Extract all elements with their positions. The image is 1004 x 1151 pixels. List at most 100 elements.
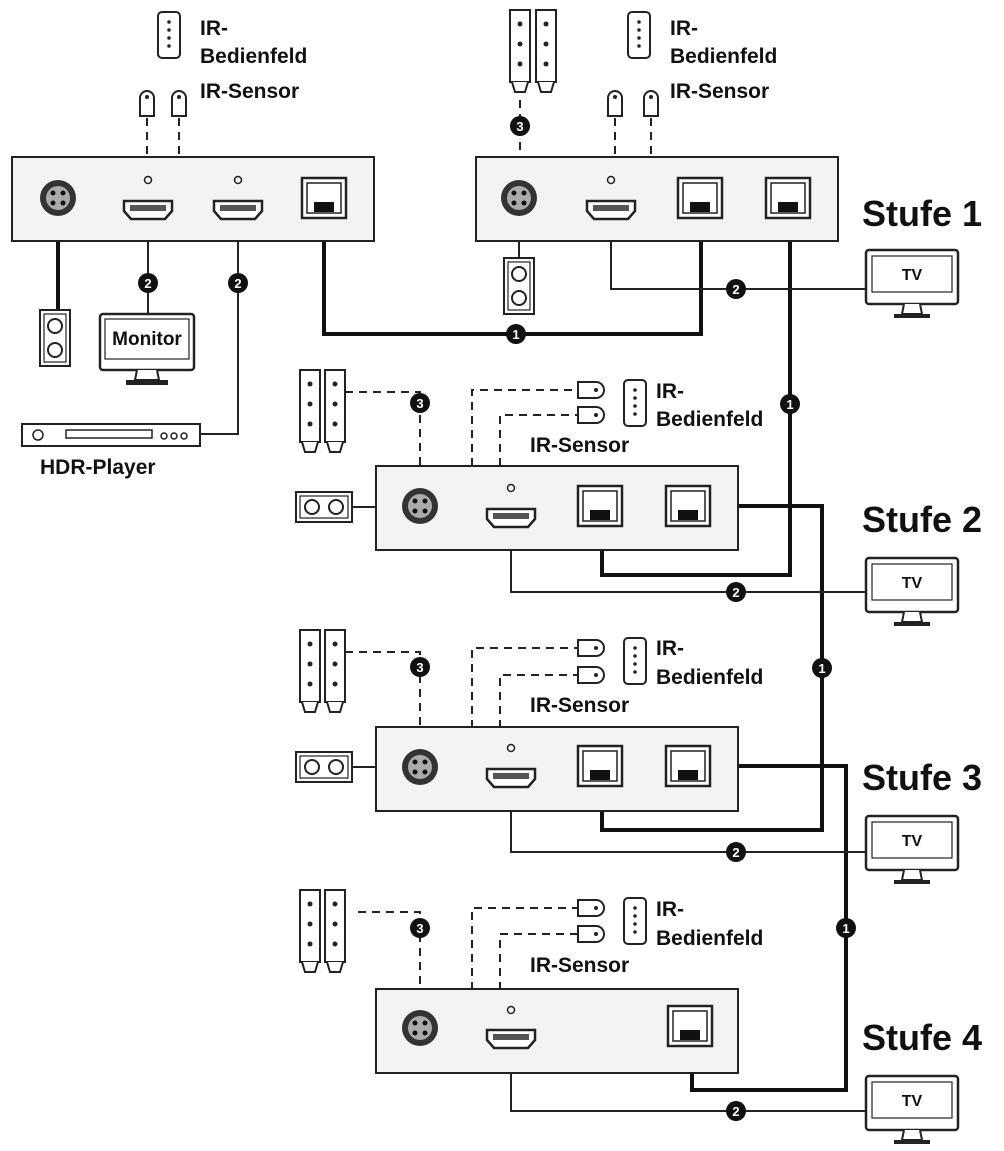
- svg-text:Bedienfeld: Bedienfeld: [656, 666, 763, 689]
- power-outlet-icon: [39, 309, 71, 367]
- badge-ir: 3: [410, 393, 430, 413]
- rj45-port-icon: [664, 484, 712, 528]
- badge-cat: 1: [812, 658, 832, 678]
- svg-text:2: 2: [732, 1104, 739, 1119]
- svg-text:Bedienfeld: Bedienfeld: [656, 927, 763, 950]
- ir-sensor-label: IR-Sensor: [200, 80, 299, 103]
- badge-hdmi: 2: [726, 1101, 746, 1121]
- rj45-port-icon: [576, 744, 624, 788]
- transmitter-main: [11, 156, 375, 242]
- receiver-stufe-1: [475, 156, 839, 242]
- svg-text:1: 1: [818, 661, 825, 676]
- svg-text:3: 3: [516, 119, 523, 134]
- svg-text:3: 3: [416, 396, 423, 411]
- svg-text:2: 2: [144, 276, 151, 291]
- ir-sensor-icon: [577, 406, 605, 424]
- power-outlet-icon: [295, 491, 353, 523]
- ir-emitter-icon: [299, 369, 321, 453]
- svg-text:3: 3: [416, 660, 423, 675]
- svg-text:TV: TV: [902, 267, 923, 284]
- ir-emitter-icon: [535, 9, 557, 93]
- badge-cat: 1: [836, 918, 856, 938]
- ir-sensor-icon: [643, 90, 659, 117]
- svg-text:Bedienfeld: Bedienfeld: [670, 45, 777, 68]
- svg-text:1: 1: [842, 921, 849, 936]
- power-port-icon: [402, 1010, 438, 1046]
- ir-emitter-icon: [299, 629, 321, 713]
- hdmi-cable-player: [200, 220, 239, 435]
- rj45-port-icon: [666, 1004, 714, 1048]
- badge-cat: 1: [780, 394, 800, 414]
- ir-panel-icon: [623, 379, 647, 427]
- receiver-stufe-2: [375, 465, 739, 551]
- svg-text:IR-Sensor: IR-Sensor: [530, 694, 629, 717]
- cables: [56, 100, 868, 1112]
- monitor-device: Monitor: [98, 312, 196, 385]
- stage-label: Stufe 1: [862, 193, 982, 234]
- rj45-port-icon: [676, 176, 724, 220]
- svg-text:2: 2: [732, 845, 739, 860]
- ir-sensor-icon: [577, 925, 605, 943]
- hdmi-port-icon: [485, 1028, 537, 1050]
- svg-text:IR-: IR-: [656, 380, 684, 403]
- badge-ir: 3: [510, 116, 530, 136]
- ir-emitter-icon: [324, 369, 346, 453]
- ir-sensor-icon: [577, 639, 605, 657]
- ir-emitter-icon: [324, 889, 346, 973]
- receiver-stufe-4: [375, 988, 739, 1074]
- hdr-player-device: HDR-Player: [21, 423, 201, 479]
- svg-text:Bedienfeld: Bedienfeld: [656, 408, 763, 431]
- ir-sensor-icon: [577, 666, 605, 684]
- ir-sensor-icon: [171, 90, 187, 117]
- badge-ir: 3: [410, 918, 430, 938]
- ir-panel-icon: [623, 637, 647, 685]
- cat-cable-stufe2-to-stufe3: [600, 504, 824, 832]
- power-outlet-icon: [295, 751, 353, 783]
- svg-text:1: 1: [786, 397, 793, 412]
- receiver-stufe-3: [375, 726, 739, 812]
- ir-emitter-icon: [509, 9, 531, 93]
- svg-text:3: 3: [416, 921, 423, 936]
- ir-panel-icon: [623, 897, 647, 945]
- ir-sensor-icon: [607, 90, 623, 117]
- rj45-port-icon: [300, 176, 348, 220]
- ir-panel-icon: [157, 11, 181, 59]
- ir-panel-label: IR-: [200, 17, 228, 40]
- badge-hdmi: 2: [726, 842, 746, 862]
- cat-cable-stufe3-to-stufe4: [690, 764, 848, 1092]
- svg-text:1: 1: [512, 327, 519, 342]
- ir-sensor-icon: [577, 381, 605, 399]
- badge-hdmi: 2: [726, 279, 746, 299]
- hdmi-port-icon: [485, 767, 537, 789]
- hdmi-port-icon: [585, 199, 637, 221]
- rj45-port-icon: [764, 176, 812, 220]
- hdr-player-label: HDR-Player: [40, 456, 156, 479]
- badge-hdmi: 2: [228, 273, 248, 293]
- power-port-icon: [402, 749, 438, 785]
- stage-label: Stufe 3: [862, 757, 982, 798]
- badge-ir: 3: [410, 657, 430, 677]
- tv-stufe-4: TV: [864, 1074, 960, 1146]
- hdmi-port-icon: [485, 507, 537, 529]
- cable-badges: 1 1 1 1 2 2 2 2 2 2 3 3 3 3: [138, 116, 856, 1121]
- ir-panel-icon: [627, 11, 651, 59]
- svg-text:TV: TV: [902, 575, 923, 592]
- ir-sensor-icon: [577, 899, 605, 917]
- tv-stufe-1: TV: [864, 248, 960, 320]
- monitor-label: Monitor: [112, 329, 182, 350]
- power-port-icon: [501, 180, 537, 216]
- power-port-icon: [402, 488, 438, 524]
- badge-hdmi: 2: [726, 582, 746, 602]
- badge-hdmi: 2: [138, 273, 158, 293]
- svg-text:TV: TV: [902, 833, 923, 850]
- tv-stufe-3: TV: [864, 814, 960, 886]
- rj45-port-icon: [664, 744, 712, 788]
- power-outlet-icon: [503, 257, 535, 315]
- badge-cat: 1: [506, 324, 526, 344]
- svg-text:IR-Sensor: IR-Sensor: [670, 80, 769, 103]
- svg-text:2: 2: [732, 585, 739, 600]
- hdmi-port-icon: [212, 199, 264, 221]
- rj45-port-icon: [576, 484, 624, 528]
